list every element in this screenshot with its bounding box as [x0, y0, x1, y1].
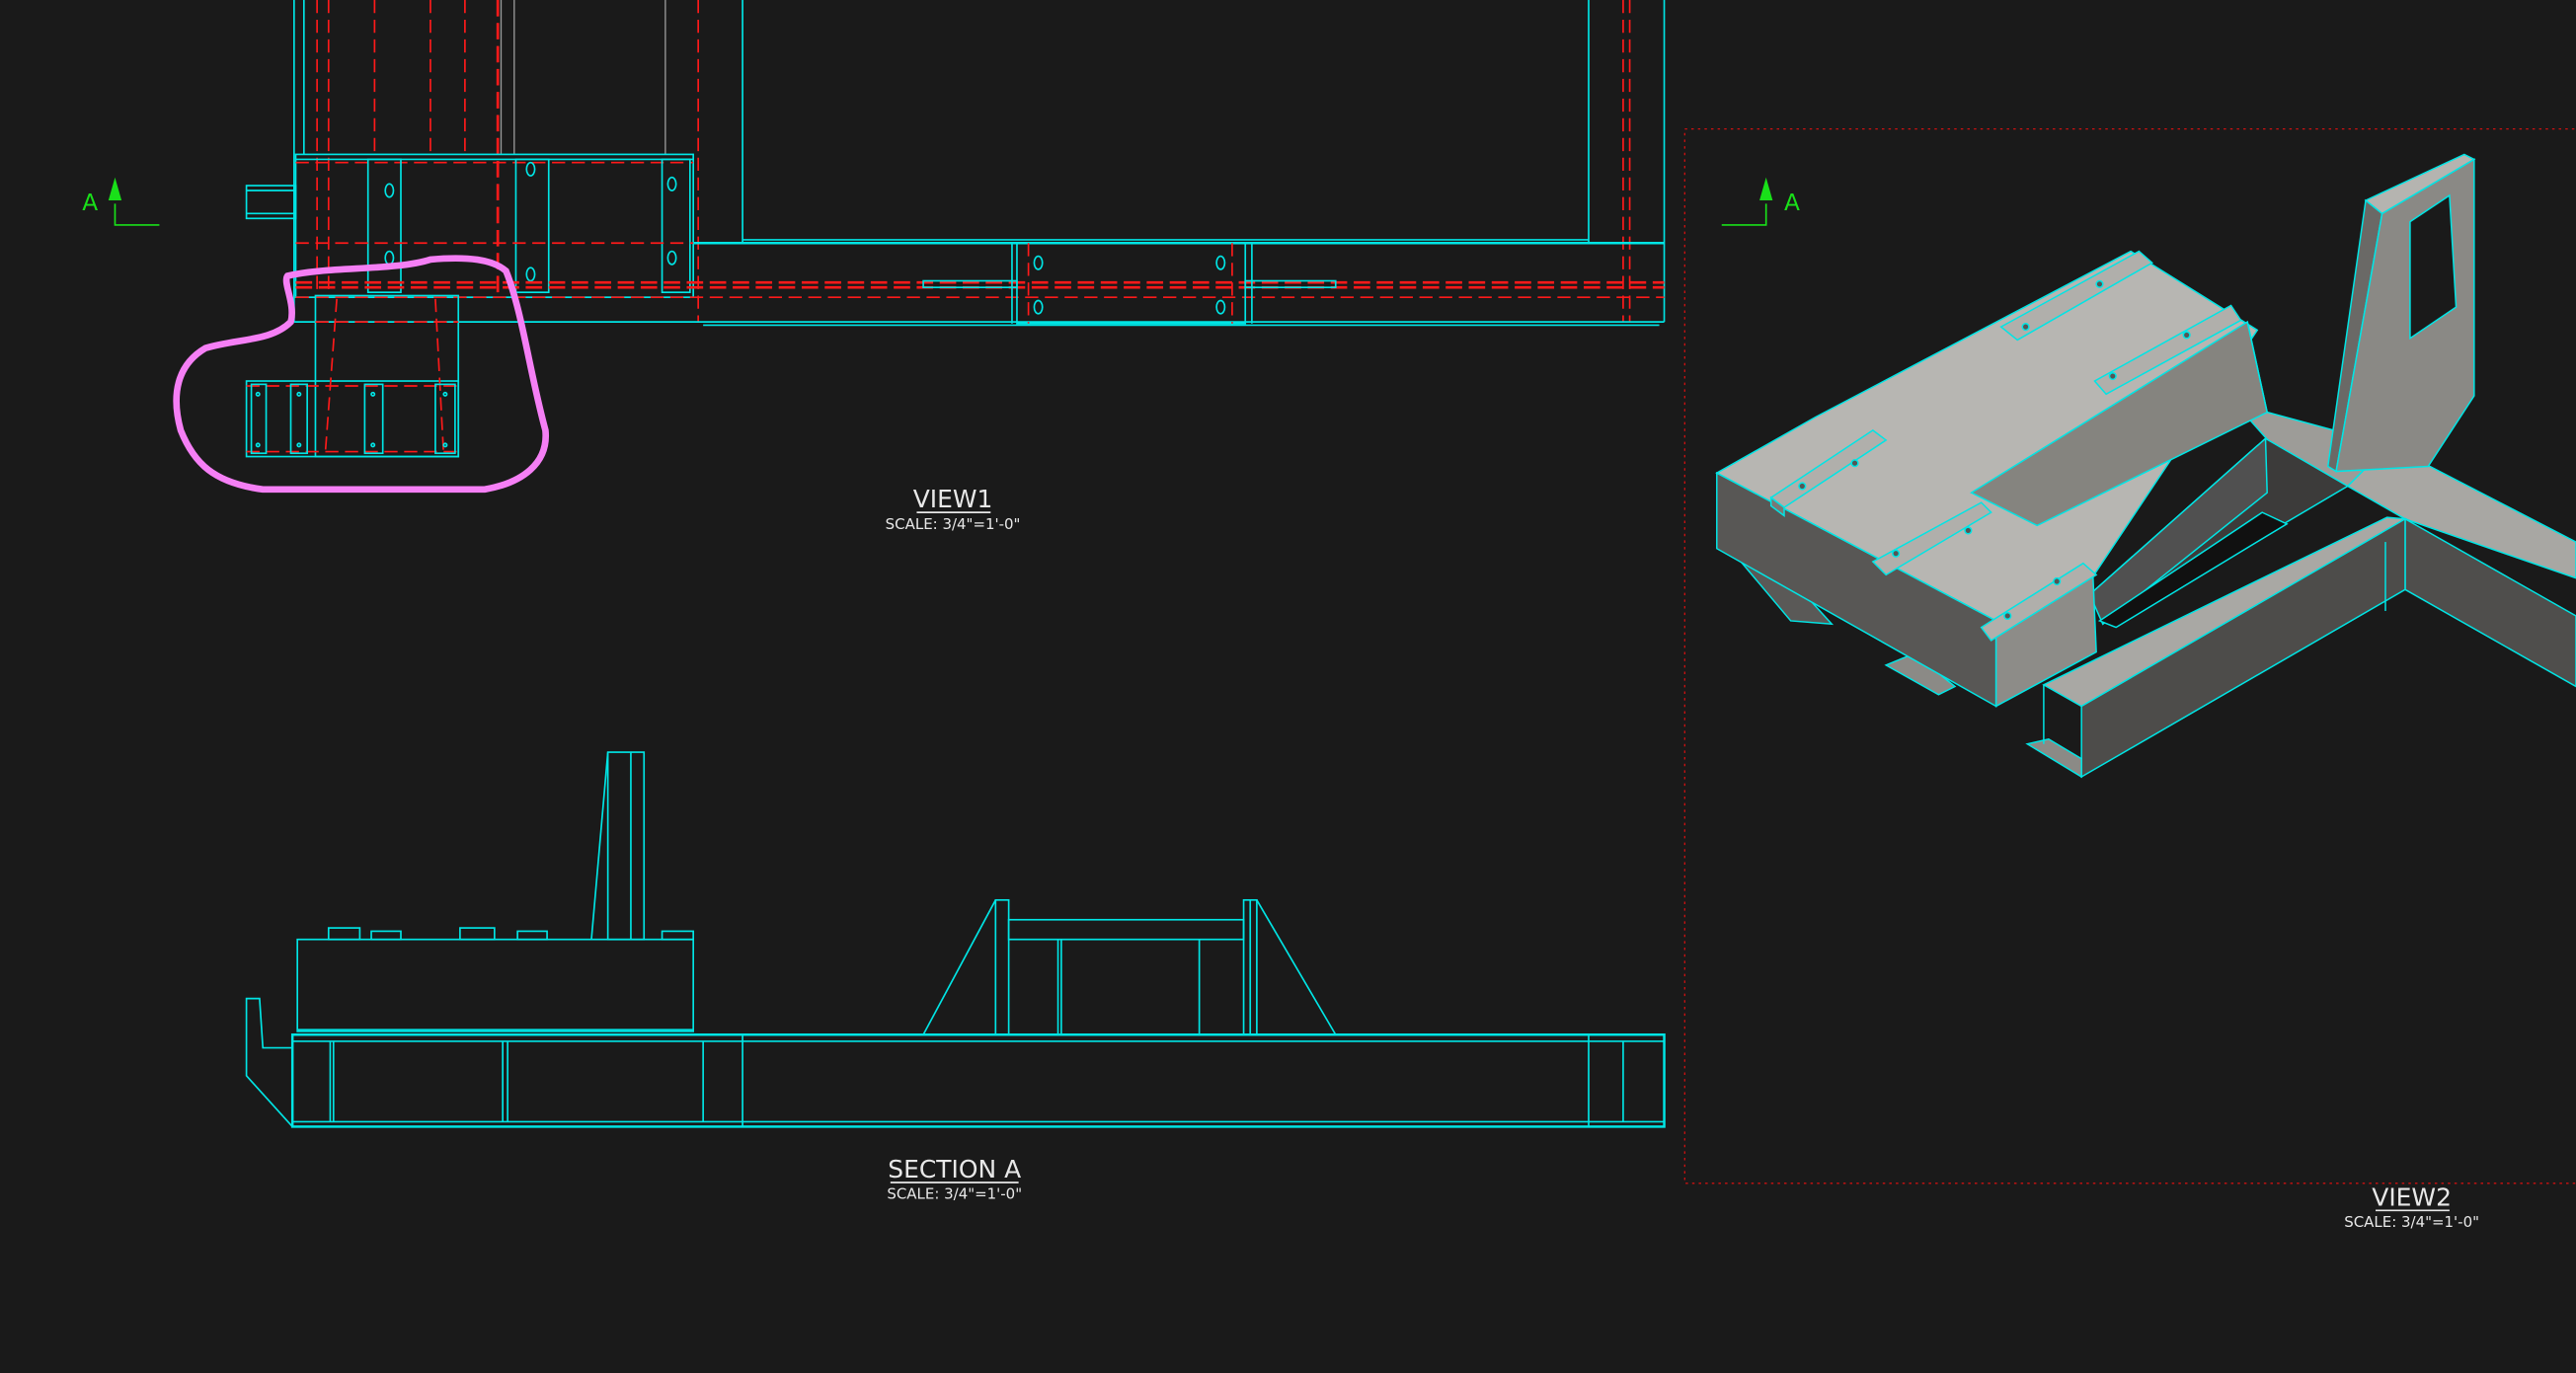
section-a-scale: SCALE: 3/4"=1'-0" — [887, 1185, 1022, 1203]
section-a-upper-box — [296, 927, 694, 1032]
section-a-stand — [922, 898, 1337, 1036]
view1-title: VIEW1 — [913, 485, 993, 513]
section-a-base-beam — [245, 997, 1666, 1128]
view2-scale: SCALE: 3/4"=1'-0" — [2344, 1213, 2479, 1231]
section-a-title: SECTION A — [888, 1155, 1021, 1183]
view1-scale: SCALE: 3/4"=1'-0" — [886, 515, 1021, 533]
view2-label: VIEW2 SCALE: 3/4"=1'-0" — [2344, 1182, 2479, 1231]
section-a-drawing[interactable]: SECTION A SCALE: 3/4"=1'-0" — [245, 751, 1666, 1203]
isometric-model — [1715, 153, 2576, 779]
view2-title: VIEW2 — [2372, 1182, 2452, 1211]
view1-splice-plate — [922, 242, 1337, 325]
view1-mounting-plate — [294, 153, 694, 298]
section-marker-a: A — [82, 177, 160, 226]
view1-side-pad — [245, 185, 297, 220]
view1-lower-bracket — [245, 294, 460, 458]
view1-cross-beam — [293, 239, 1665, 327]
view1-label: VIEW1 SCALE: 3/4"=1'-0" — [886, 485, 1021, 533]
view2-viewport[interactable]: A VIEW2 SCALE: 3/4"=1'-0" — [1683, 127, 2576, 1231]
section-marker-a: A — [1721, 177, 1800, 226]
view1-vertical-members — [293, 0, 1666, 323]
markup-highlight-loop[interactable] — [173, 255, 549, 494]
view1-drawing[interactable]: A VIEW1 SCALE: 3/4"=1'-0" — [82, 0, 1666, 533]
section-a-label: SECTION A SCALE: 3/4"=1'-0" — [887, 1155, 1022, 1203]
section-marker-letter: A — [1784, 190, 1800, 216]
section-marker-letter: A — [82, 190, 98, 216]
section-a-upright-post — [590, 751, 646, 941]
